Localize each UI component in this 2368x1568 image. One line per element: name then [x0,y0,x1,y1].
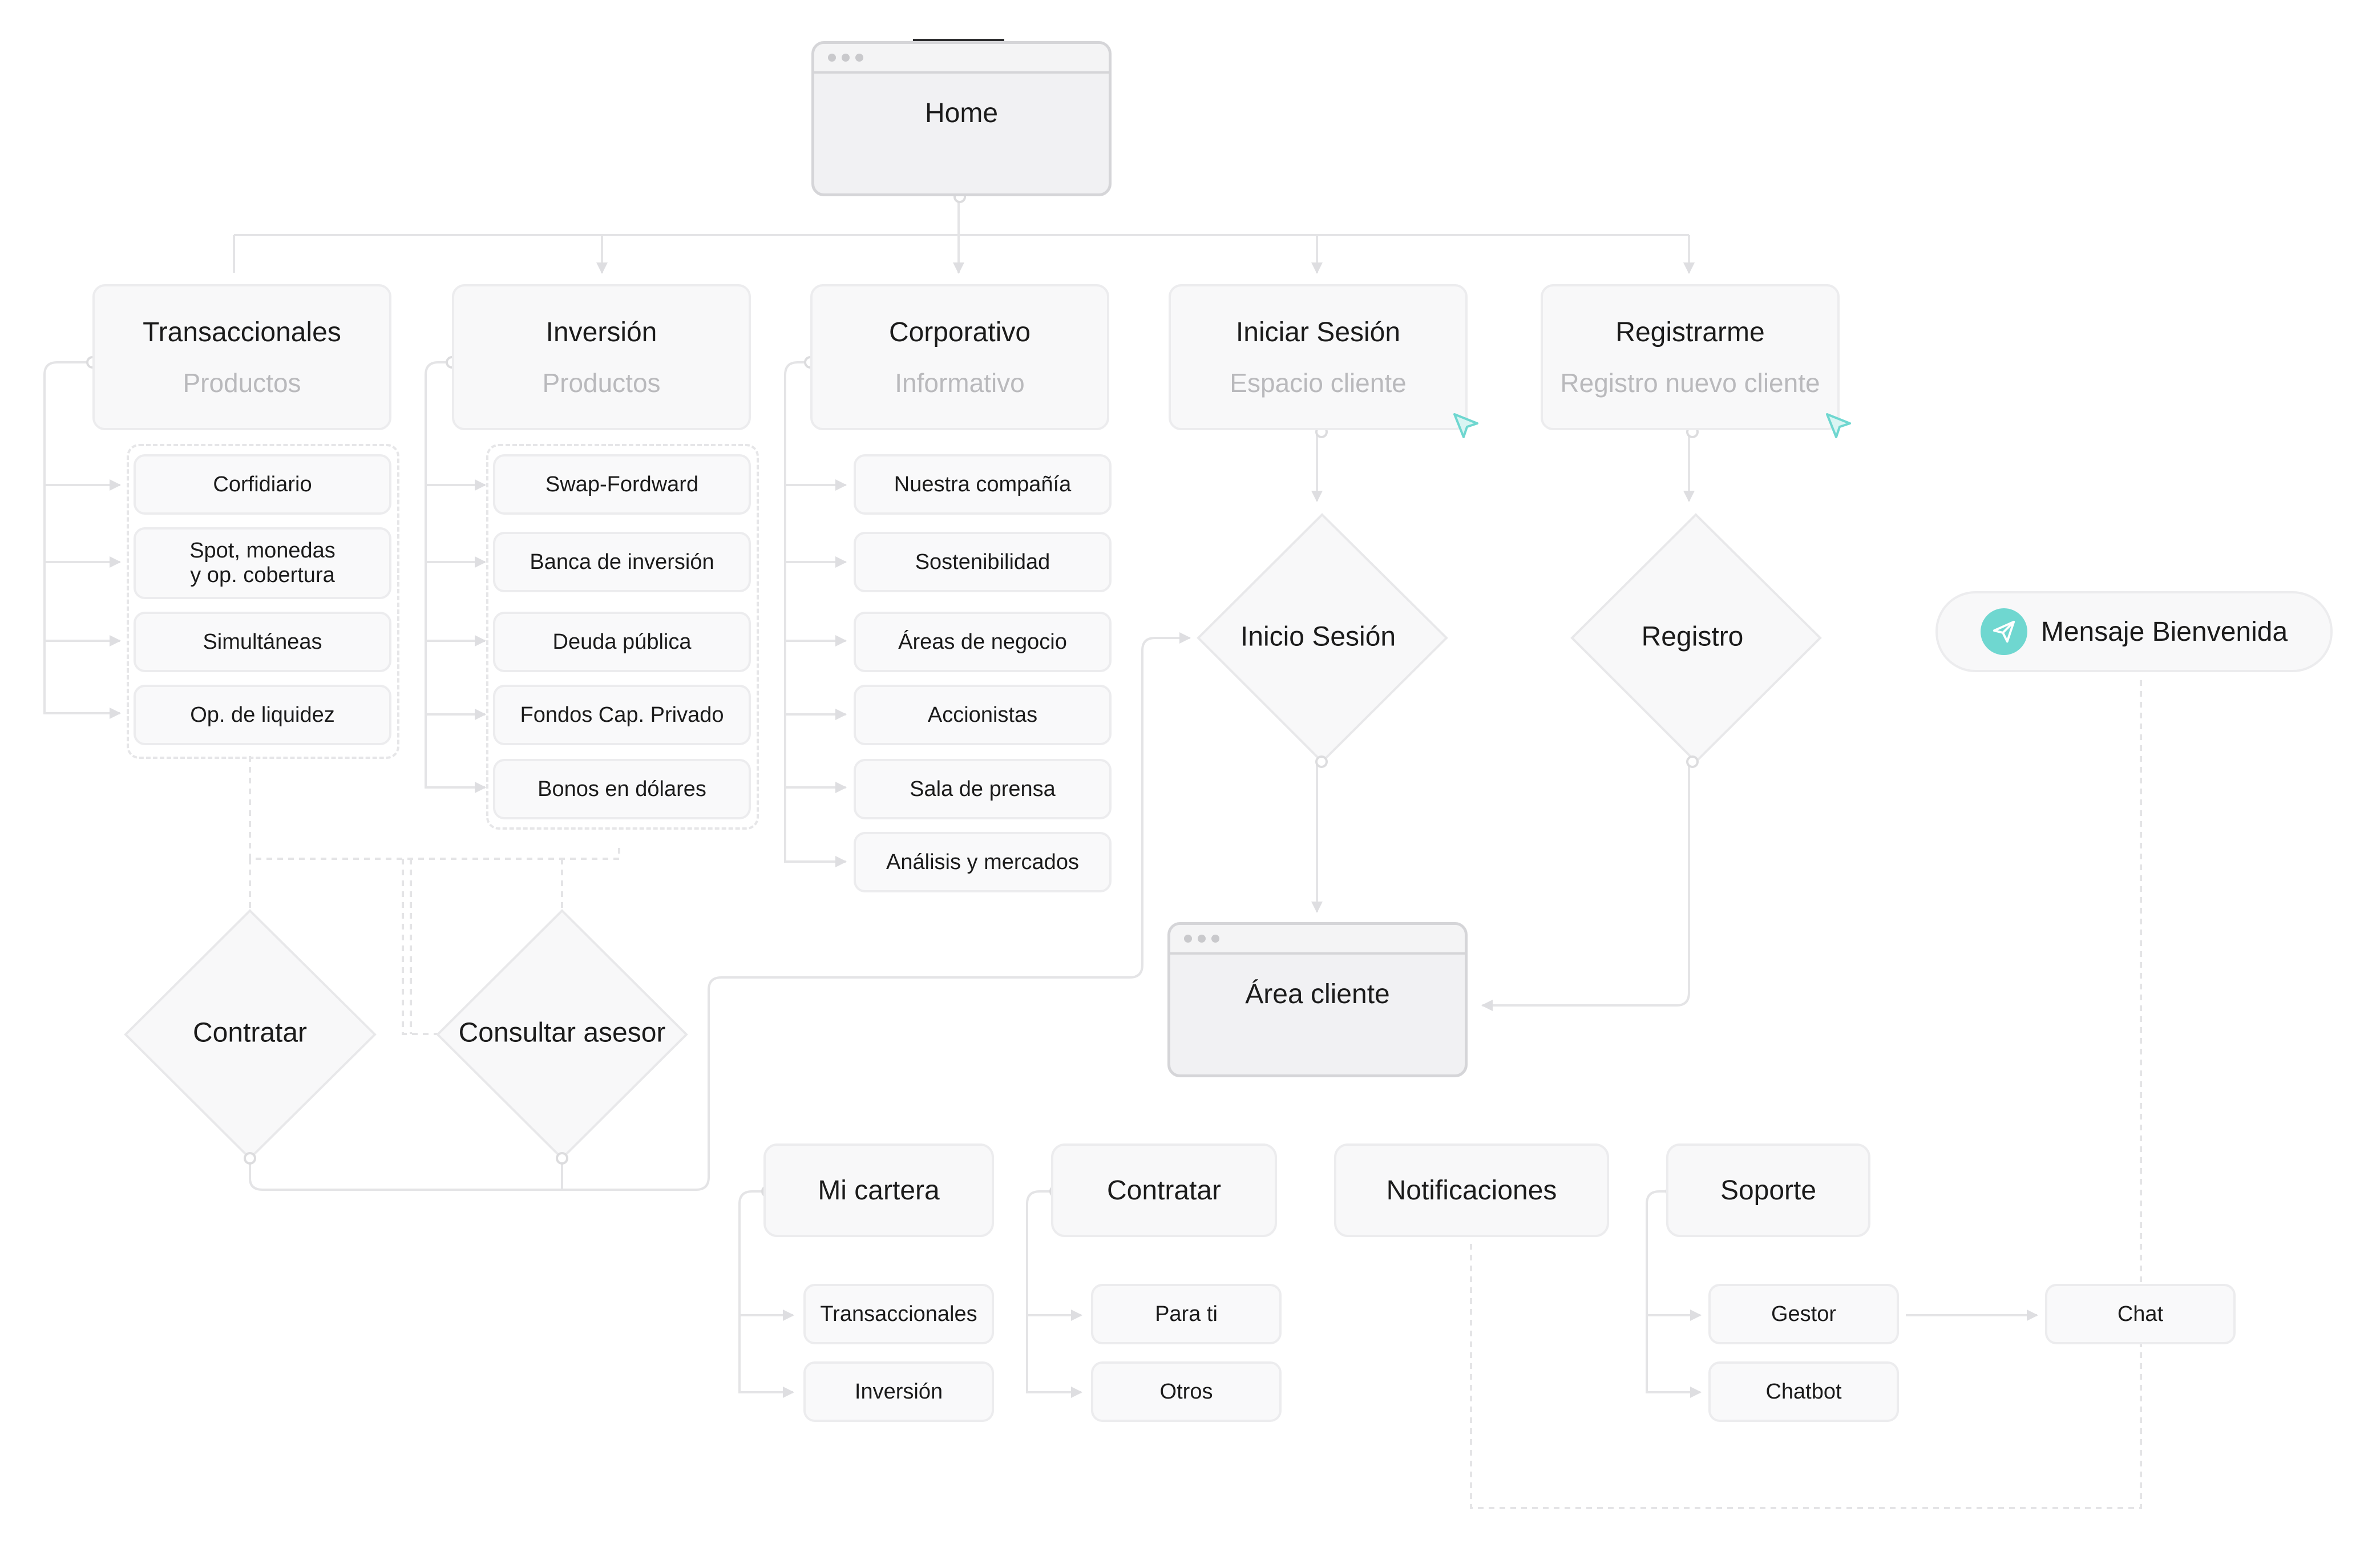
section-subtitle: Registro nuevo cliente [1560,367,1820,398]
list-item[interactable]: Bonos en dólares [493,759,751,819]
decision-contratar[interactable]: Contratar [192,1017,308,1048]
window-bar [814,44,1109,74]
list-item[interactable]: Transaccionales [803,1284,994,1344]
list-item[interactable]: Op. de liquidez [134,685,391,745]
list-item[interactable]: Spot, monedas y op. cobertura [134,527,391,599]
window-dot-icon [842,54,850,62]
area-cliente-label: Área cliente [1245,979,1390,1009]
soporte-node[interactable]: Soporte [1666,1143,1870,1237]
list-item[interactable]: Deuda pública [493,612,751,672]
home-label: Home [924,98,999,128]
section-subtitle: Informativo [895,367,1025,398]
section-title: Transaccionales [143,317,341,347]
list-item[interactable]: Nuestra compañía [854,454,1112,515]
section-subtitle: Espacio cliente [1230,367,1407,398]
section-title: Inversión [545,317,657,347]
list-item[interactable]: Corfidiario [134,454,391,515]
home-screen[interactable]: Home [811,41,1112,196]
notificaciones-node[interactable]: Notificaciones [1334,1143,1609,1237]
decision-inicio-sesion[interactable]: Inicio Sesión [1240,621,1396,652]
list-item[interactable]: Swap-Fordward [493,454,751,515]
list-item[interactable]: Sala de prensa [854,759,1112,819]
cursor-pointer-icon [1453,413,1478,438]
window-dot-icon [1211,935,1219,943]
list-item[interactable]: Inversión [803,1361,994,1422]
mi-cartera-node[interactable]: Mi cartera [763,1143,994,1237]
window-dot-icon [1198,935,1206,943]
list-item[interactable]: Fondos Cap. Privado [493,685,751,745]
list-item[interactable]: Sostenibilidad [854,532,1112,592]
mensaje-bienvenida[interactable]: Mensaje Bienvenida [1935,591,2333,672]
list-item[interactable]: Accionistas [854,685,1112,745]
list-item[interactable]: Áreas de negocio [854,612,1112,672]
section-title: Iniciar Sesión [1235,317,1401,347]
section-iniciar-sesion[interactable]: Iniciar Sesión Espacio cliente [1169,284,1468,430]
section-subtitle: Productos [542,367,661,398]
section-corporativo[interactable]: Corporativo Informativo [810,284,1109,430]
chat-node[interactable]: Chat [2045,1284,2236,1344]
decision-registro[interactable]: Registro [1641,621,1744,652]
window-bar [1170,925,1465,955]
window-dot-icon [855,54,863,62]
area-cliente-screen[interactable]: Área cliente [1167,922,1468,1077]
list-item[interactable]: Chatbot [1708,1361,1899,1422]
inversion-products-group [486,444,759,830]
window-dot-icon [828,54,836,62]
mensaje-label: Mensaje Bienvenida [2040,616,2288,647]
list-item[interactable]: Simultáneas [134,612,391,672]
list-item[interactable]: Banca de inversión [493,532,751,592]
window-dot-icon [1184,935,1192,943]
list-item[interactable]: Análisis y mercados [854,832,1112,892]
section-registrarme[interactable]: Registrarme Registro nuevo cliente [1541,284,1840,430]
telegram-send-icon [1980,608,2027,655]
list-item[interactable]: Para ti [1091,1284,1282,1344]
section-title: Corporativo [888,317,1031,347]
section-inversion[interactable]: Inversión Productos [452,284,751,430]
section-title: Registrarme [1615,317,1765,347]
list-item[interactable]: Gestor [1708,1284,1899,1344]
decision-consultar-asesor[interactable]: Consultar asesor [458,1017,666,1048]
transaccionales-products-group [127,444,399,759]
section-transaccionales[interactable]: Transaccionales Productos [92,284,391,430]
cursor-pointer-icon [1826,413,1851,438]
contratar-node[interactable]: Contratar [1051,1143,1277,1237]
section-subtitle: Productos [183,367,301,398]
list-item[interactable]: Otros [1091,1361,1282,1422]
